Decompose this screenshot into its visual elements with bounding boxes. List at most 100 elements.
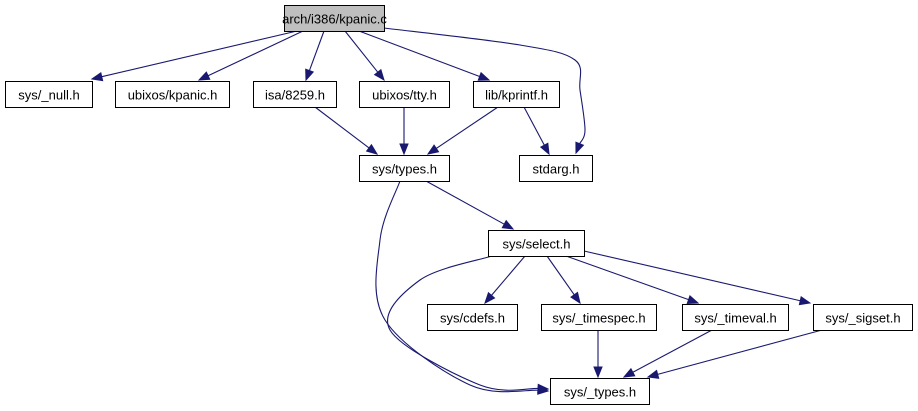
edge-kpanic-c-to-kprintf-h-arrowhead-icon xyxy=(477,71,491,81)
node-timeval-h-box[interactable] xyxy=(682,304,789,331)
node-kprintf-h-box[interactable] xyxy=(473,81,560,108)
edge-kpanic-c-to-null-h xyxy=(90,30,298,82)
node-cdefs-h-label: sys/cdefs.h xyxy=(440,311,505,326)
edge-tty-h-to-types-h xyxy=(399,107,409,156)
edge-sigset-h-to--types-h-arrowhead-icon xyxy=(646,369,660,379)
edge-kpanic-c-to-tty-h-arrowhead-icon xyxy=(373,68,385,82)
node-ukpanic-h[interactable]: ubixos/kpanic.h xyxy=(115,81,230,108)
edges-layer xyxy=(90,27,823,395)
node-timespec-h-label: sys/_timespec.h xyxy=(552,311,645,326)
edge-timeval-h-to--types-h-line xyxy=(632,329,713,373)
edge-sigset-h-to--types-h xyxy=(646,329,823,379)
edge-kpanic-c-to-kprintf-h-line xyxy=(358,30,480,77)
node-kprintf-h-label: lib/kprintf.h xyxy=(485,88,548,103)
edge-timeval-h-to--types-h xyxy=(622,329,713,378)
edge-select-h-to-timespec-h-arrowhead-icon xyxy=(570,291,581,305)
edge-kprintf-h-to-types-h-line xyxy=(435,106,499,149)
edge-timeval-h-to--types-h-arrowhead-icon xyxy=(622,367,636,378)
edge-select-h-to-cdefs-h-line xyxy=(491,255,526,296)
edge-kprintf-h-to-types-h-arrowhead-icon xyxy=(426,144,440,155)
edge-i8259-h-to-types-h-line xyxy=(314,106,370,149)
edge-kpanic-c-to-stdarg-h-line xyxy=(383,27,586,144)
edge-timespec-h-to--types-h xyxy=(593,330,603,379)
edge-select-h-to-cdefs-h xyxy=(484,255,526,305)
edge-select-h-to-sigset-h-line xyxy=(583,250,801,302)
node-i8259-h-box[interactable] xyxy=(253,81,337,108)
node-types-h[interactable]: sys/types.h xyxy=(359,155,450,182)
node-timeval-h-label: sys/_timeval.h xyxy=(694,311,776,326)
node-tty-h[interactable]: ubixos/tty.h xyxy=(359,81,450,108)
node-stdarg-h-label: stdarg.h xyxy=(533,162,580,177)
edge-kpanic-c-to-stdarg-h-arrowhead-icon xyxy=(575,141,585,155)
edge-select-h-to-sigset-h xyxy=(583,250,812,306)
edge-i8259-h-to-types-h-arrowhead-icon xyxy=(365,143,379,155)
node-kprintf-h[interactable]: lib/kprintf.h xyxy=(473,81,560,108)
edge-select-h-to--types-h-line xyxy=(387,255,539,391)
nodes-layer: arch/i386/kpanic.c sys/_null.h ubixos/kpan… xyxy=(5,5,913,405)
edge-select-h-to-cdefs-h-arrowhead-icon xyxy=(484,291,496,305)
edge-kpanic-c-to-null-h-arrowhead-icon xyxy=(90,71,104,82)
edge-i8259-h-to-types-h xyxy=(314,106,379,155)
node-select-h-label: sys/select.h xyxy=(503,237,571,252)
node-timespec-h[interactable]: sys/_timespec.h xyxy=(541,304,657,331)
node-select-h[interactable]: sys/select.h xyxy=(488,230,585,257)
node-tty-h-label: ubixos/tty.h xyxy=(372,88,437,103)
edge-kpanic-c-to-ukpanic-h xyxy=(197,30,304,81)
edge-select-h-to-timeval-h xyxy=(565,255,700,304)
node-stdarg-h[interactable]: stdarg.h xyxy=(519,155,593,182)
edge-select-h-to--types-h xyxy=(387,255,550,394)
edge-kpanic-c-to-i8259-h xyxy=(305,30,325,82)
node-types-h-box[interactable] xyxy=(359,155,450,182)
node-cdefs-h-box[interactable] xyxy=(427,304,518,331)
node-kpanic-c-label: arch/i386/kpanic.c xyxy=(282,12,387,27)
node-types-h-label: sys/_types.h xyxy=(564,385,636,400)
edge-types-h-to-select-h-line xyxy=(425,180,505,225)
edge-kpanic-c-to-stdarg-h xyxy=(383,27,586,155)
edge-sigset-h-to--types-h-line xyxy=(657,329,823,375)
node-sigset-h-label: sys/_sigset.h xyxy=(825,311,900,326)
edge-select-h-to--types-h-arrowhead-icon xyxy=(537,383,550,394)
edge-types-h-to-select-h-arrowhead-icon xyxy=(501,219,515,230)
node-types-h-label: sys/types.h xyxy=(372,162,437,177)
node-sigset-h[interactable]: sys/_sigset.h xyxy=(813,304,913,331)
node-null-h-label: sys/_null.h xyxy=(18,88,79,103)
edge-kpanic-c-to-i8259-h-line xyxy=(308,30,325,71)
node-i8259-h[interactable]: isa/8259.h xyxy=(253,81,337,108)
node-kpanic-c[interactable]: arch/i386/kpanic.c xyxy=(282,5,387,32)
edge-kprintf-h-to-stdarg-h-line xyxy=(523,106,545,146)
node-i8259-h-label: isa/8259.h xyxy=(265,88,325,103)
edge-kpanic-c-to-tty-h xyxy=(344,30,385,82)
node-ukpanic-h-box[interactable] xyxy=(115,81,230,108)
edge-types-h-to--types-h xyxy=(375,180,550,395)
node-types-h[interactable]: sys/_types.h xyxy=(550,378,650,405)
edge-types-h-to--types-h-line xyxy=(375,180,539,393)
node-ukpanic-h-label: ubixos/kpanic.h xyxy=(128,88,218,103)
edge-kpanic-c-to-ukpanic-h-arrowhead-icon xyxy=(197,71,211,81)
edge-kprintf-h-to-stdarg-h xyxy=(523,106,550,156)
node-types-h-box[interactable] xyxy=(550,378,650,405)
edge-types-h-to-select-h xyxy=(425,180,515,230)
node-tty-h-box[interactable] xyxy=(359,81,450,108)
edge-select-h-to-timespec-h xyxy=(546,255,581,305)
edge-tty-h-to-types-h-arrowhead-icon xyxy=(399,143,409,156)
edge-select-h-to-sigset-h-arrowhead-icon xyxy=(798,296,812,306)
node-null-h-box[interactable] xyxy=(5,81,93,108)
node-sigset-h-box[interactable] xyxy=(813,304,913,331)
node-cdefs-h[interactable]: sys/cdefs.h xyxy=(427,304,518,331)
node-kpanic-c-box[interactable] xyxy=(284,5,385,32)
node-timeval-h[interactable]: sys/_timeval.h xyxy=(682,304,789,331)
edge-select-h-to-timeval-h-line xyxy=(565,255,689,301)
node-stdarg-h-box[interactable] xyxy=(519,155,593,182)
edge-kpanic-c-to-null-h-line xyxy=(101,30,298,78)
edge-kprintf-h-to-types-h xyxy=(426,106,499,155)
node-select-h-box[interactable] xyxy=(488,230,585,257)
edge-select-h-to-timeval-h-arrowhead-icon xyxy=(686,295,700,304)
edge-kpanic-c-to-tty-h-line xyxy=(344,30,379,73)
node-timespec-h-box[interactable] xyxy=(541,304,657,331)
edge-select-h-to-timespec-h-line xyxy=(546,255,575,296)
edge-kprintf-h-to-stdarg-h-arrowhead-icon xyxy=(539,142,550,156)
node-null-h[interactable]: sys/_null.h xyxy=(5,81,93,108)
edge-kpanic-c-to-ukpanic-h-line xyxy=(207,30,304,77)
edge-kpanic-c-to-i8259-h-arrowhead-icon xyxy=(305,68,315,82)
